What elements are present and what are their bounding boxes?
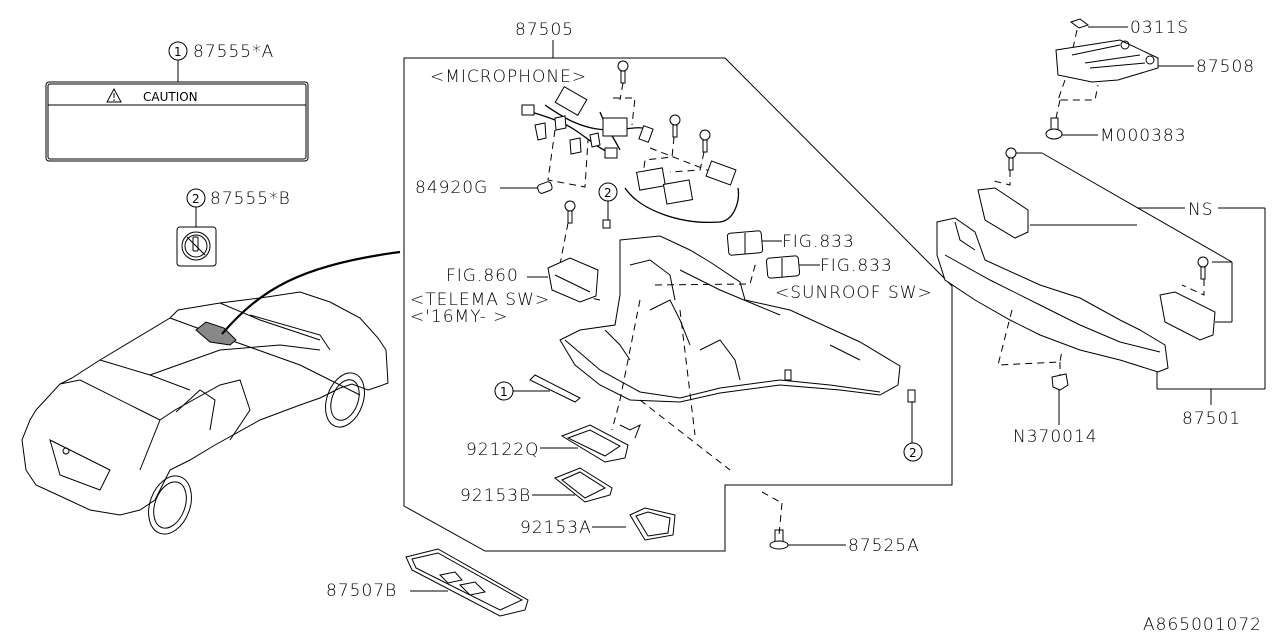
dashed-line (761, 491, 783, 504)
caution-label-inner (47, 83, 307, 160)
bracket-lower (1159, 291, 1216, 341)
caution-label-strip (529, 374, 581, 403)
vehicle-illustration (21, 291, 389, 535)
part-label-87508[interactable]: 87508 (1196, 57, 1255, 77)
bolt-icon (1050, 117, 1059, 131)
screw-icon (564, 200, 576, 224)
part-label-87555b[interactable]: 87555*B (210, 189, 291, 209)
bracket-upper (977, 187, 1029, 239)
caution-label-outline (45, 81, 309, 162)
telema-sw-sublabel: <TELEMA SW> (410, 290, 550, 310)
part-label-92122q[interactable]: 92122Q (466, 440, 539, 460)
part-label-92153a[interactable]: 92153A (520, 518, 592, 538)
part-label-fig860[interactable]: FIG.860 (446, 266, 519, 286)
dashed-line (997, 309, 1063, 366)
part-label-87505[interactable]: 87505 (515, 20, 574, 40)
label-patch (907, 389, 916, 403)
microphone-module[interactable] (624, 160, 740, 224)
dashed-line (989, 170, 1011, 186)
part-92153a[interactable]: 92153A (520, 507, 676, 541)
part-label-84920g[interactable]: 84920G (415, 178, 488, 198)
callout-number: 1 (174, 45, 182, 59)
label-patch (602, 219, 611, 229)
part-label-87555a[interactable]: 87555*A (193, 42, 274, 62)
dashed-line (1072, 29, 1078, 49)
part-label-ns[interactable]: NS (1188, 200, 1214, 220)
part-fig833-b[interactable]: FIG.833 (765, 255, 893, 279)
part-label-n370014[interactable]: N370014 (1013, 427, 1098, 447)
screw-icon (669, 114, 711, 153)
part-87501[interactable]: 87501 (936, 217, 1265, 429)
microphone-sublabel: <MICROPHONE> (430, 67, 587, 87)
warning-triangle-icon (106, 87, 122, 103)
caution-text: CAUTION (143, 90, 198, 104)
part-label-87525a[interactable]: 87525A (848, 536, 920, 556)
part-label-87507b[interactable]: 87507B (326, 581, 397, 601)
part-fig860[interactable]: FIG.860 (446, 257, 599, 303)
callout-circle-2 (903, 442, 923, 462)
part-label-87501[interactable]: 87501 (1182, 409, 1241, 429)
part-84920g[interactable]: 84920G (415, 178, 553, 198)
part-87525a[interactable]: 87525A (769, 529, 920, 556)
part-m000383[interactable]: M000383 (1045, 117, 1187, 146)
part-87507b[interactable]: 87507B (326, 548, 529, 617)
diagram-reference-id: A865001072 (1143, 615, 1262, 635)
screw-icon (617, 60, 629, 84)
screw-icon (1197, 256, 1209, 268)
part-92122q[interactable]: 92122Q (466, 423, 641, 463)
assembly-boundary (403, 57, 953, 552)
no-phone-label-group[interactable]: 2 87555*B (176, 188, 291, 267)
console-location-highlight (195, 321, 237, 346)
caution-label-group[interactable]: 1 87555*A CAUTION (45, 41, 309, 162)
main-assembly-87505[interactable]: 87505 (403, 20, 953, 552)
part-label-fig833[interactable]: FIG.833 (820, 256, 893, 276)
model-year-sublabel: <'16MY- > (410, 307, 508, 327)
dashed-line (1055, 99, 1061, 119)
callout-number: 2 (192, 192, 200, 206)
sunroof-sw-sublabel: <SUNROOF SW> (775, 283, 933, 303)
part-label-92153b[interactable]: 92153B (460, 486, 531, 506)
part-fig833-a[interactable]: FIG.833 (726, 230, 855, 256)
part-ns[interactable]: NS (977, 147, 1266, 389)
part-label-m000383[interactable]: M000383 (1100, 126, 1187, 146)
pointer-curve (221, 250, 401, 335)
part-92153b[interactable]: 92153B (460, 467, 613, 506)
microphone-harness[interactable] (521, 86, 654, 159)
part-n370014[interactable]: N370014 (1013, 373, 1098, 447)
no-phone-icon (181, 231, 211, 261)
callout-number: 2 (604, 186, 612, 200)
part-label-0311s[interactable]: 0311S (1130, 18, 1189, 38)
part-87508[interactable]: 87508 (1055, 39, 1255, 83)
part-0311s[interactable]: 0311S (1069, 18, 1189, 38)
part-label-fig833[interactable]: FIG.833 (782, 232, 855, 252)
screw-icon (1005, 147, 1017, 159)
callout-number: 2 (909, 446, 917, 460)
callout-number: 1 (500, 385, 508, 399)
overhead-console[interactable] (559, 235, 901, 403)
no-phone-label-outline (176, 226, 217, 267)
dashed-line (1181, 279, 1205, 296)
dashed-line (1057, 79, 1099, 101)
